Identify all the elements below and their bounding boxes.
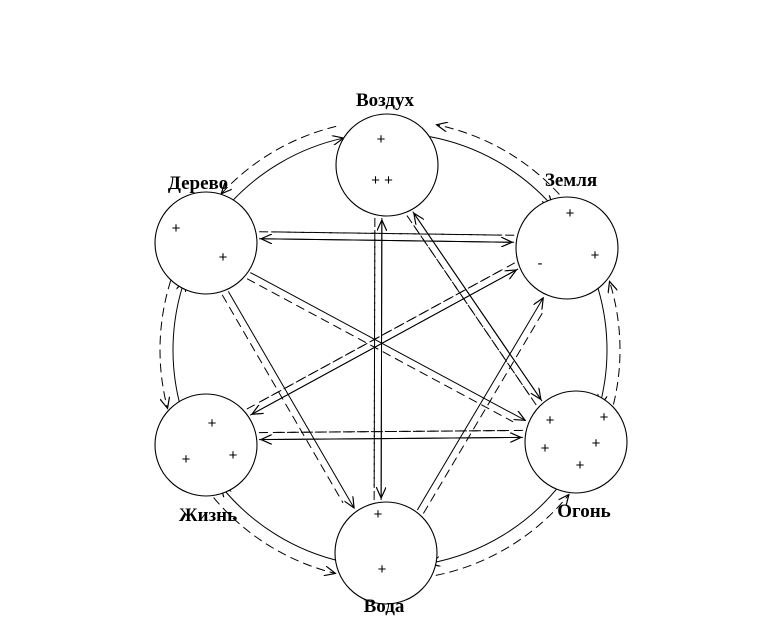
cycle-arrow-dashed	[213, 497, 336, 574]
chord-line-dashed	[406, 215, 530, 396]
node-sign: +	[182, 451, 191, 468]
cycle-arrow-solid	[429, 482, 562, 564]
node-circle-ogon	[524, 390, 628, 494]
node-label-zemlya: Земля	[545, 170, 597, 191]
chord-line-dashed	[246, 268, 505, 410]
chord-layer	[221, 211, 545, 514]
cycle-arrow-dashed	[610, 281, 621, 405]
node-sign: +	[229, 447, 238, 464]
chord-arrow-solid	[227, 291, 354, 508]
node-sign: +	[374, 506, 383, 523]
node-sign: + +	[371, 172, 393, 189]
node-label-vozdukh: Воздух	[356, 90, 415, 111]
node-label-derevo: Дерево	[168, 173, 228, 194]
node-sign: +	[378, 561, 387, 578]
node-sign: +	[576, 457, 585, 474]
chord-arrow-solid	[250, 272, 525, 421]
node-sign: +	[566, 205, 575, 222]
node-sign: +	[592, 435, 601, 452]
node-sign: -	[538, 255, 543, 272]
cycle-arrow-solid	[227, 138, 344, 207]
node-circle-voda	[334, 501, 438, 605]
chord-line-dashed	[258, 430, 511, 434]
chord-line-dashed	[373, 229, 376, 500]
node-circle-zhizn	[154, 393, 258, 497]
cycle-arrow-solid	[429, 136, 553, 207]
cycle-arrow-solid	[221, 486, 343, 563]
node-sign: +	[591, 247, 600, 264]
node-circle-zemlya	[515, 196, 619, 300]
node-sign: +	[600, 409, 609, 426]
node-layer: + + + + - + + + + + + + + + + + + +	[154, 113, 628, 605]
node-sign: +	[546, 412, 555, 429]
node-sign: +	[377, 131, 386, 148]
chord-line-dashed	[271, 231, 515, 236]
cycle-arrow-dashed	[437, 125, 560, 195]
chord-line-dashed	[246, 278, 514, 423]
chord-line-dashed	[422, 309, 545, 514]
cycle-arrow-dashed	[435, 495, 569, 576]
chord-line-dashed	[413, 225, 537, 406]
chord-line-dashed	[270, 429, 523, 433]
cycle-arrow-solid	[595, 281, 608, 405]
node-label-zhizn: Жизнь	[179, 505, 237, 526]
cycle-layer	[159, 125, 621, 576]
chord-arrow-solid	[416, 298, 543, 511]
node-circle-derevo	[154, 191, 258, 295]
node-sign: +	[172, 220, 181, 237]
chord-line-dashed	[221, 294, 344, 504]
cycle-arrow-solid	[172, 280, 184, 410]
chord-arrow-solid	[249, 270, 516, 416]
chord-arrow-solid	[259, 239, 512, 243]
node-sign: +	[541, 440, 550, 457]
chord-line-dashed	[259, 231, 503, 236]
chord-arrow-solid	[414, 213, 543, 402]
chord-arrow-solid	[258, 437, 521, 439]
node-label-voda: Вода	[364, 596, 405, 617]
node-label-ogon: Огонь	[557, 501, 610, 522]
cycle-arrow-dashed	[221, 125, 337, 193]
chord-arrow-solid	[381, 220, 382, 500]
node-sign: +	[208, 415, 217, 432]
cycle-arrow-dashed	[159, 280, 172, 409]
node-circle-vozdukh	[335, 113, 439, 217]
node-sign: +	[219, 249, 228, 266]
